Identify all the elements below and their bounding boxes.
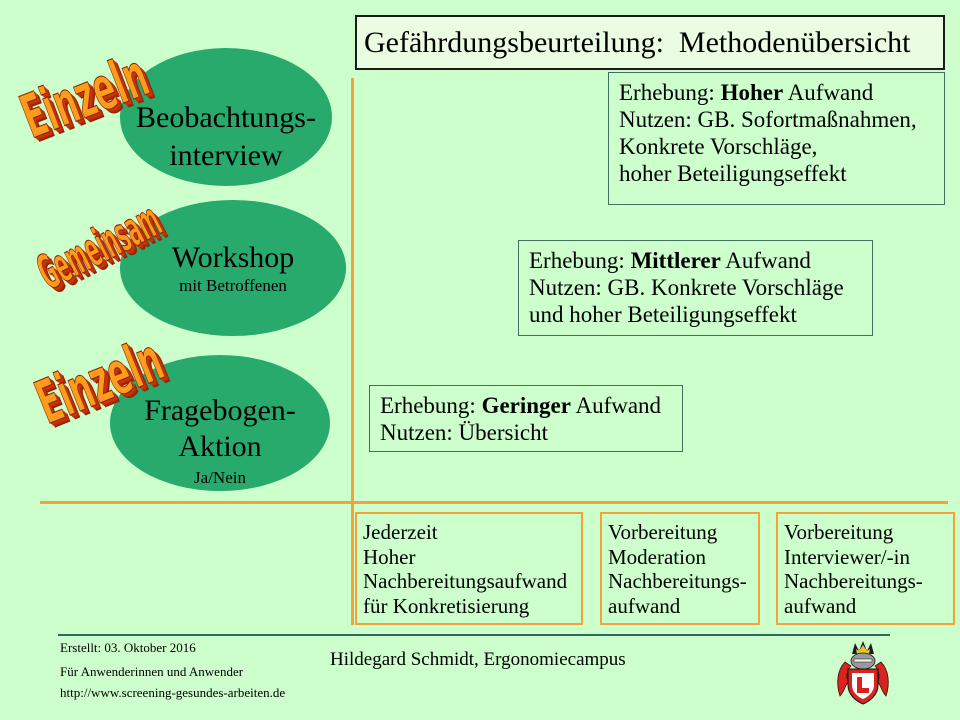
requirement-box-questionnaire: Jederzeit Hoher Nachbereitungsaufwand fü… [355,512,583,625]
effort-line: Erhebung: Hoher Aufwand [619,79,944,106]
effort-box-low: Erhebung: Geringer Aufwand Nutzen: Übers… [369,385,683,452]
requirement-line: aufwand [784,593,857,618]
method-name-line: interview [169,139,283,172]
requirement-line: Vorbereitung [784,520,894,544]
requirement-line: Moderation [608,544,706,569]
method-note: mit Betroffenen [179,276,287,295]
method-name-line: Fragebogen- [144,394,296,427]
requirement-line: Jederzeit [363,520,438,544]
coat-of-arms-icon [837,641,889,705]
requirement-line: für Konkretisierung [363,593,530,618]
benefit-line: Nutzen: GB. Sofortmaßnahmen, [619,107,917,132]
slide-title-box: Gefährdungsbeurteilung: Methodenübersich… [355,15,945,70]
effort-unit: Aufwand [787,80,874,105]
requirement-line: Nachbereitungsaufwand [363,569,568,593]
footer-logo [835,640,891,706]
method-note: Ja/Nein [194,468,246,487]
effort-unit: Aufwand [725,248,811,273]
effort-label: Erhebung: [380,393,476,418]
method-questionnaire: Fragebogen- Aktion Ja/Nein [110,355,330,491]
horizontal-axis [40,501,948,504]
requirement-box-workshop: Vorbereitung Moderation Nachbereitungs- … [600,512,760,625]
method-name-line: Workshop [171,241,295,274]
method-name-line: Aktion [178,430,262,463]
benefit-line: Nutzen: Übersicht [380,420,548,445]
requirement-line: Nachbereitungs- [608,569,747,593]
requirement-line: aufwand [608,593,681,618]
benefit-line: und hoher Beteiligungseffekt [529,302,797,327]
effort-line: Erhebung: Geringer Aufwand [380,392,682,419]
footer-divider [58,634,890,636]
footer-url: http://www.screening-gesundes-arbeiten.d… [60,685,286,700]
effort-box-high: Erhebung: Hoher Aufwand Nutzen: GB. Sofo… [608,72,945,205]
effort-line: Erhebung: Mittlerer Aufwand [529,247,872,274]
footer-audience: Für Anwenderinnen und Anwender [60,664,244,679]
effort-label: Erhebung: [529,248,625,273]
benefit-line: Konkrete Vorschläge, [619,134,818,159]
effort-level: Mittlerer [630,248,721,273]
requirement-line: Vorbereitung [608,520,718,544]
requirement-line: Interviewer/-in [784,544,910,569]
effort-unit: Aufwand [575,393,662,418]
method-workshop: Workshop mit Betroffenen [120,200,346,336]
effort-level: Geringer [481,393,571,418]
benefit-line: Nutzen: GB. Konkrete Vorschläge [529,275,844,300]
requirement-box-interview: Vorbereitung Interviewer/-in Nachbereitu… [776,512,955,625]
benefit-line: hoher Beteiligungseffekt [619,161,847,186]
method-name-line: Beobachtungs- [136,101,316,134]
vertical-axis [351,78,354,625]
effort-label: Erhebung: [619,80,715,105]
method-observation-interview: Beobachtungs- interview [120,48,332,186]
effort-box-medium: Erhebung: Mittlerer Aufwand Nutzen: GB. … [518,240,873,336]
effort-level: Hoher [720,80,784,105]
requirement-line: Nachbereitungs- [784,569,923,593]
requirement-line: Hoher [363,544,416,569]
slide-title: Gefährdungsbeurteilung: Methodenübersich… [364,26,911,59]
footer-author: Hildegard Schmidt, Ergonomiecampus [330,649,626,670]
footer-created: Erstellt: 03. Oktober 2016 [60,640,196,655]
